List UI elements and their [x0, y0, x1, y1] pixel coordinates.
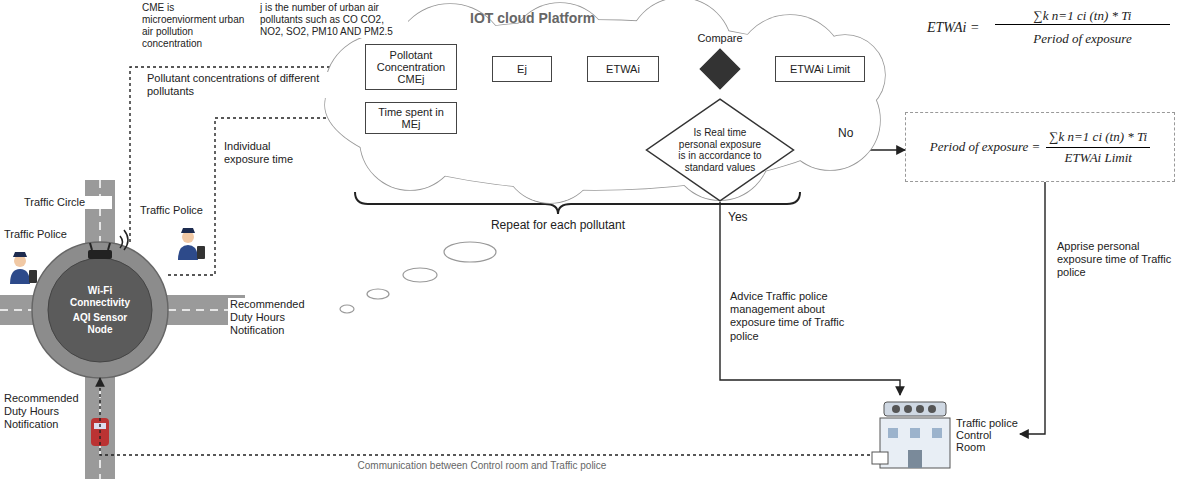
process-box: Pollotant Concentration CMEj [365, 44, 457, 90]
process-box: Time spent in MEj [365, 102, 457, 134]
platform-title: IOT cloud Platform [470, 10, 595, 26]
node-text: Period of exposure = [930, 139, 1040, 155]
wifi-router [88, 230, 128, 259]
node-text: Wi-Fi Connectivity [60, 285, 140, 308]
bracket-label: Repeat for each pollutant [458, 218, 658, 232]
connector-arrow [720, 202, 900, 395]
roads [0, 180, 245, 479]
edge-label: No [836, 126, 870, 140]
edge-label: Pollutant concentrations of different po… [145, 72, 349, 98]
connector-arrow [1020, 182, 1045, 434]
edge-label: Apprise personal exposure time of Traffi… [1055, 240, 1174, 280]
node-text: ETWAi Limit [1046, 148, 1150, 166]
annotation: Advice Traffic police management about e… [728, 290, 868, 343]
sensor-node: Wi-Fi ConnectivityAQI Sensor Node [32, 242, 168, 378]
role-label: Traffic Police [138, 204, 210, 217]
process-box: ETWAi Limit [775, 56, 865, 82]
process-box: ETWAi [587, 56, 659, 82]
compare-diamond: Compare [700, 49, 740, 89]
node-text: Time spent in MEj [370, 106, 452, 130]
annotation: j is the number of urban air pollutants … [258, 2, 408, 38]
place-label: Traffic Circle [22, 196, 112, 209]
node-text: ETWAi Limit [790, 63, 850, 75]
traffic-circle [32, 242, 168, 378]
process-box: Ej [492, 56, 552, 82]
thought-bubbles [340, 242, 496, 313]
node-text: ∑k n=1 ci (tn) * Ti [1046, 129, 1150, 148]
traffic-police-icon [178, 228, 205, 260]
formula-box: Period of exposure = ∑k n=1 ci (tn) * TiE… [905, 112, 1175, 182]
node-text: Compare [670, 32, 770, 44]
notification-label: Recommended Duty Hours Notification [2, 392, 80, 432]
node-text: ETWAi [606, 63, 640, 75]
edge-label: Individual exposure time [222, 140, 318, 166]
control-room-building [872, 402, 950, 468]
annotation: CME is microenviorment urban air polluti… [140, 2, 252, 50]
sdiamond-outline [700, 49, 740, 89]
formula-denominator: Period of exposure [995, 31, 1170, 47]
decision-diamond: Is Real time personal exposure is in acc… [645, 98, 795, 202]
formula-text: ETWAi = [925, 20, 991, 37]
notification-label: Recommended Duty Hours Notification [228, 298, 316, 338]
node-text: Traffic police Control Room [956, 417, 1020, 453]
node-text: Is Real time personal exposure is in acc… [678, 127, 762, 173]
connector-arrow [100, 378, 870, 455]
node-text: Pollotant Concentration CMEj [370, 49, 452, 85]
formula-numerator: ∑k n=1 ci (tn) * Ti [995, 8, 1170, 25]
traffic-police-icon [10, 252, 37, 284]
role-label: Traffic Police [2, 228, 74, 241]
edge-label: Communication between Control room and T… [300, 460, 664, 472]
connector-arrow [130, 67, 365, 242]
control-room: Traffic police Control Room [870, 395, 1020, 475]
connector-arrow [168, 118, 365, 275]
edge-label: Yes [726, 210, 760, 224]
node-text: AQI Sensor Node [60, 312, 140, 335]
node-text: Ej [517, 63, 527, 75]
